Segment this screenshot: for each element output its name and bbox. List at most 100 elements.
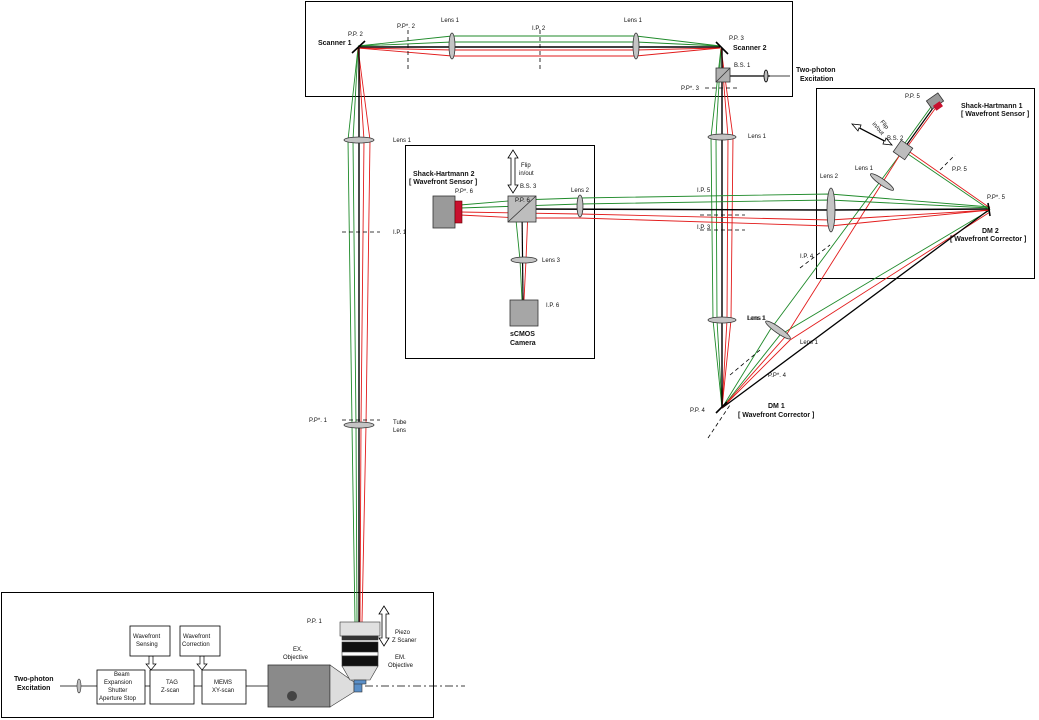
sensing-line-1: Wavefront — [133, 634, 160, 640]
sensing-line-2: Sensing — [136, 642, 158, 648]
lens2-sh2-label: Lens 2 — [571, 188, 590, 194]
flip-arrow-sh2[interactable] — [507, 149, 519, 194]
lens-1-top-left — [448, 32, 456, 60]
tube-lens — [343, 421, 375, 429]
dm1-label-2: [ Wavefront Corrector ] — [738, 412, 814, 419]
sensing-arrows — [145, 655, 208, 671]
dm1-label-1: DM 1 — [768, 403, 785, 410]
lens1-middle-bottom-label: Lens 1 — [747, 316, 766, 322]
beam-block-line-4: Aperture Stop — [99, 696, 137, 702]
excitation-top-label-1: Two-photon — [796, 67, 836, 74]
ip2-label: I.P. 2 — [532, 26, 546, 32]
em-objective-label-2: Objective — [388, 663, 414, 669]
lens1-sh1-label: Lens 1 — [855, 166, 874, 172]
ip5-label: I.P. 5 — [697, 188, 711, 194]
tube-lens-label-2: Lens — [393, 428, 406, 434]
labels: Scanner 1 Scanner 2 P.P. 2 P.P*. 2 Lens … — [14, 18, 1029, 702]
camera-label-1: sCMOS — [510, 331, 535, 338]
ppstar3-label: P.P*. 3 — [681, 86, 700, 92]
pp6-label: P.P. 6 — [515, 198, 530, 204]
lens-1-middle-bottom — [707, 316, 737, 324]
wavefront-correction-block — [179, 625, 221, 657]
lens-2-sh2 — [576, 194, 584, 218]
lens1-diagonal-a-label: Lens 1 — [748, 316, 767, 322]
mems-block-line-2: XY-scan — [212, 688, 234, 694]
lens-1-top-right — [632, 32, 640, 60]
piezo-label-1: Piezo — [395, 630, 411, 636]
beam-block-line-2: Expansion — [104, 680, 132, 686]
lens3-label: Lens 3 — [542, 258, 561, 264]
scanner-2-label: Scanner 2 — [733, 45, 767, 52]
pp5-top-label: P.P. 5 — [905, 94, 920, 100]
dm2-label-1: DM 2 — [982, 228, 999, 235]
dm2-mirror — [987, 202, 991, 217]
ex-objective-label-1: EX. — [293, 647, 303, 653]
beam-block-line-3: Shutter — [108, 688, 127, 694]
tag-zscan-block — [149, 669, 195, 705]
bs2-label: B.S. 2 — [887, 136, 904, 142]
pp4-label: P.P. 4 — [690, 408, 705, 414]
ppstar1-label: P.P*. 1 — [309, 418, 328, 424]
flip-sh1-label-1: Flip — [878, 119, 889, 131]
wavefront-sensing-block — [129, 625, 171, 657]
sh1-title-1: Shack-Hartmann 1 — [961, 103, 1023, 110]
correction-line-1: Wavefront — [183, 634, 210, 640]
flip-sh2-label-1: Flip — [521, 163, 531, 169]
plane-marks — [342, 30, 956, 439]
lens-1-sh1 — [870, 173, 894, 191]
ex-objective-label-2: Objective — [283, 655, 309, 661]
shack-hartmann-2-sensor — [432, 195, 456, 229]
piezo-arrow[interactable] — [378, 605, 390, 647]
bs3-label: B.S. 3 — [520, 184, 537, 190]
flip-sh2-label-2: in/out — [519, 171, 534, 177]
pp1-label: P.P. 1 — [307, 619, 322, 625]
lenses — [343, 32, 894, 429]
ip3-label: I.P. 3 — [697, 225, 711, 231]
sh2-title-1: Shack-Hartmann 2 — [413, 171, 475, 178]
lens1-diagonal-b-label: Lens 1 — [800, 340, 819, 346]
scanner-box — [305, 1, 793, 97]
excitation-input-top — [763, 69, 790, 83]
scanner-1-label: Scanner 1 — [318, 40, 352, 47]
ppstar4-label: P.P*. 4 — [768, 373, 787, 379]
scanner-1-mirror — [351, 40, 366, 54]
excitation-top-label-2: Excitation — [800, 76, 833, 83]
flip-arrow-sh1[interactable] — [851, 123, 893, 146]
dm2-label-2: [ Wavefront Corrector ] — [950, 236, 1026, 243]
ppstar6-label: P.P*. 6 — [455, 189, 474, 195]
em-objective-label-1: EM. — [395, 655, 406, 661]
lens-2-sh1 — [826, 187, 836, 233]
lens1-middle-top-label: Lens 1 — [748, 134, 767, 140]
pp5-right-label: P.P. 5 — [952, 167, 967, 173]
lens-1-left-column — [343, 136, 375, 144]
lens1-top-left-label: Lens 1 — [441, 18, 460, 24]
mems-block-line-1: MEMS — [214, 680, 232, 686]
ppstar5-label: P.P*. 5 — [987, 195, 1006, 201]
shack-hartmann-2-box — [405, 145, 595, 359]
pp3-label: P.P. 3 — [729, 36, 744, 42]
bs2-cube — [892, 139, 914, 161]
beam-expansion-block — [96, 669, 146, 705]
lens1-left-label: Lens 1 — [393, 138, 412, 144]
lens1-top-right-label: Lens 1 — [624, 18, 643, 24]
scanner-2-mirror — [715, 41, 729, 55]
em-objective — [339, 621, 381, 685]
sh1-title-2: [ Wavefront Sensor ] — [961, 111, 1029, 118]
ex-objective — [267, 664, 331, 708]
camera-label-2: Camera — [510, 340, 536, 347]
piezo-label-2: Z Scaner — [392, 638, 416, 644]
input-lens — [76, 678, 82, 694]
tag-block-line-1: TAG — [166, 680, 178, 686]
shack-hartmann-1-box — [816, 88, 1035, 279]
pp2-label: P.P. 2 — [348, 32, 363, 38]
excitation-bottom-label-2: Excitation — [17, 685, 50, 692]
ip6-label: I.P. 6 — [546, 303, 560, 309]
beam-block-line-1: Beam — [114, 672, 130, 678]
ppstar2-label: P.P*. 2 — [397, 24, 416, 30]
beam-paths — [347, 35, 991, 687]
dm1-mirror — [715, 401, 728, 414]
lens-1-middle-top — [707, 133, 737, 141]
lens-1-diagonal — [765, 320, 791, 340]
lens2-sh1-label: Lens 2 — [820, 174, 839, 180]
